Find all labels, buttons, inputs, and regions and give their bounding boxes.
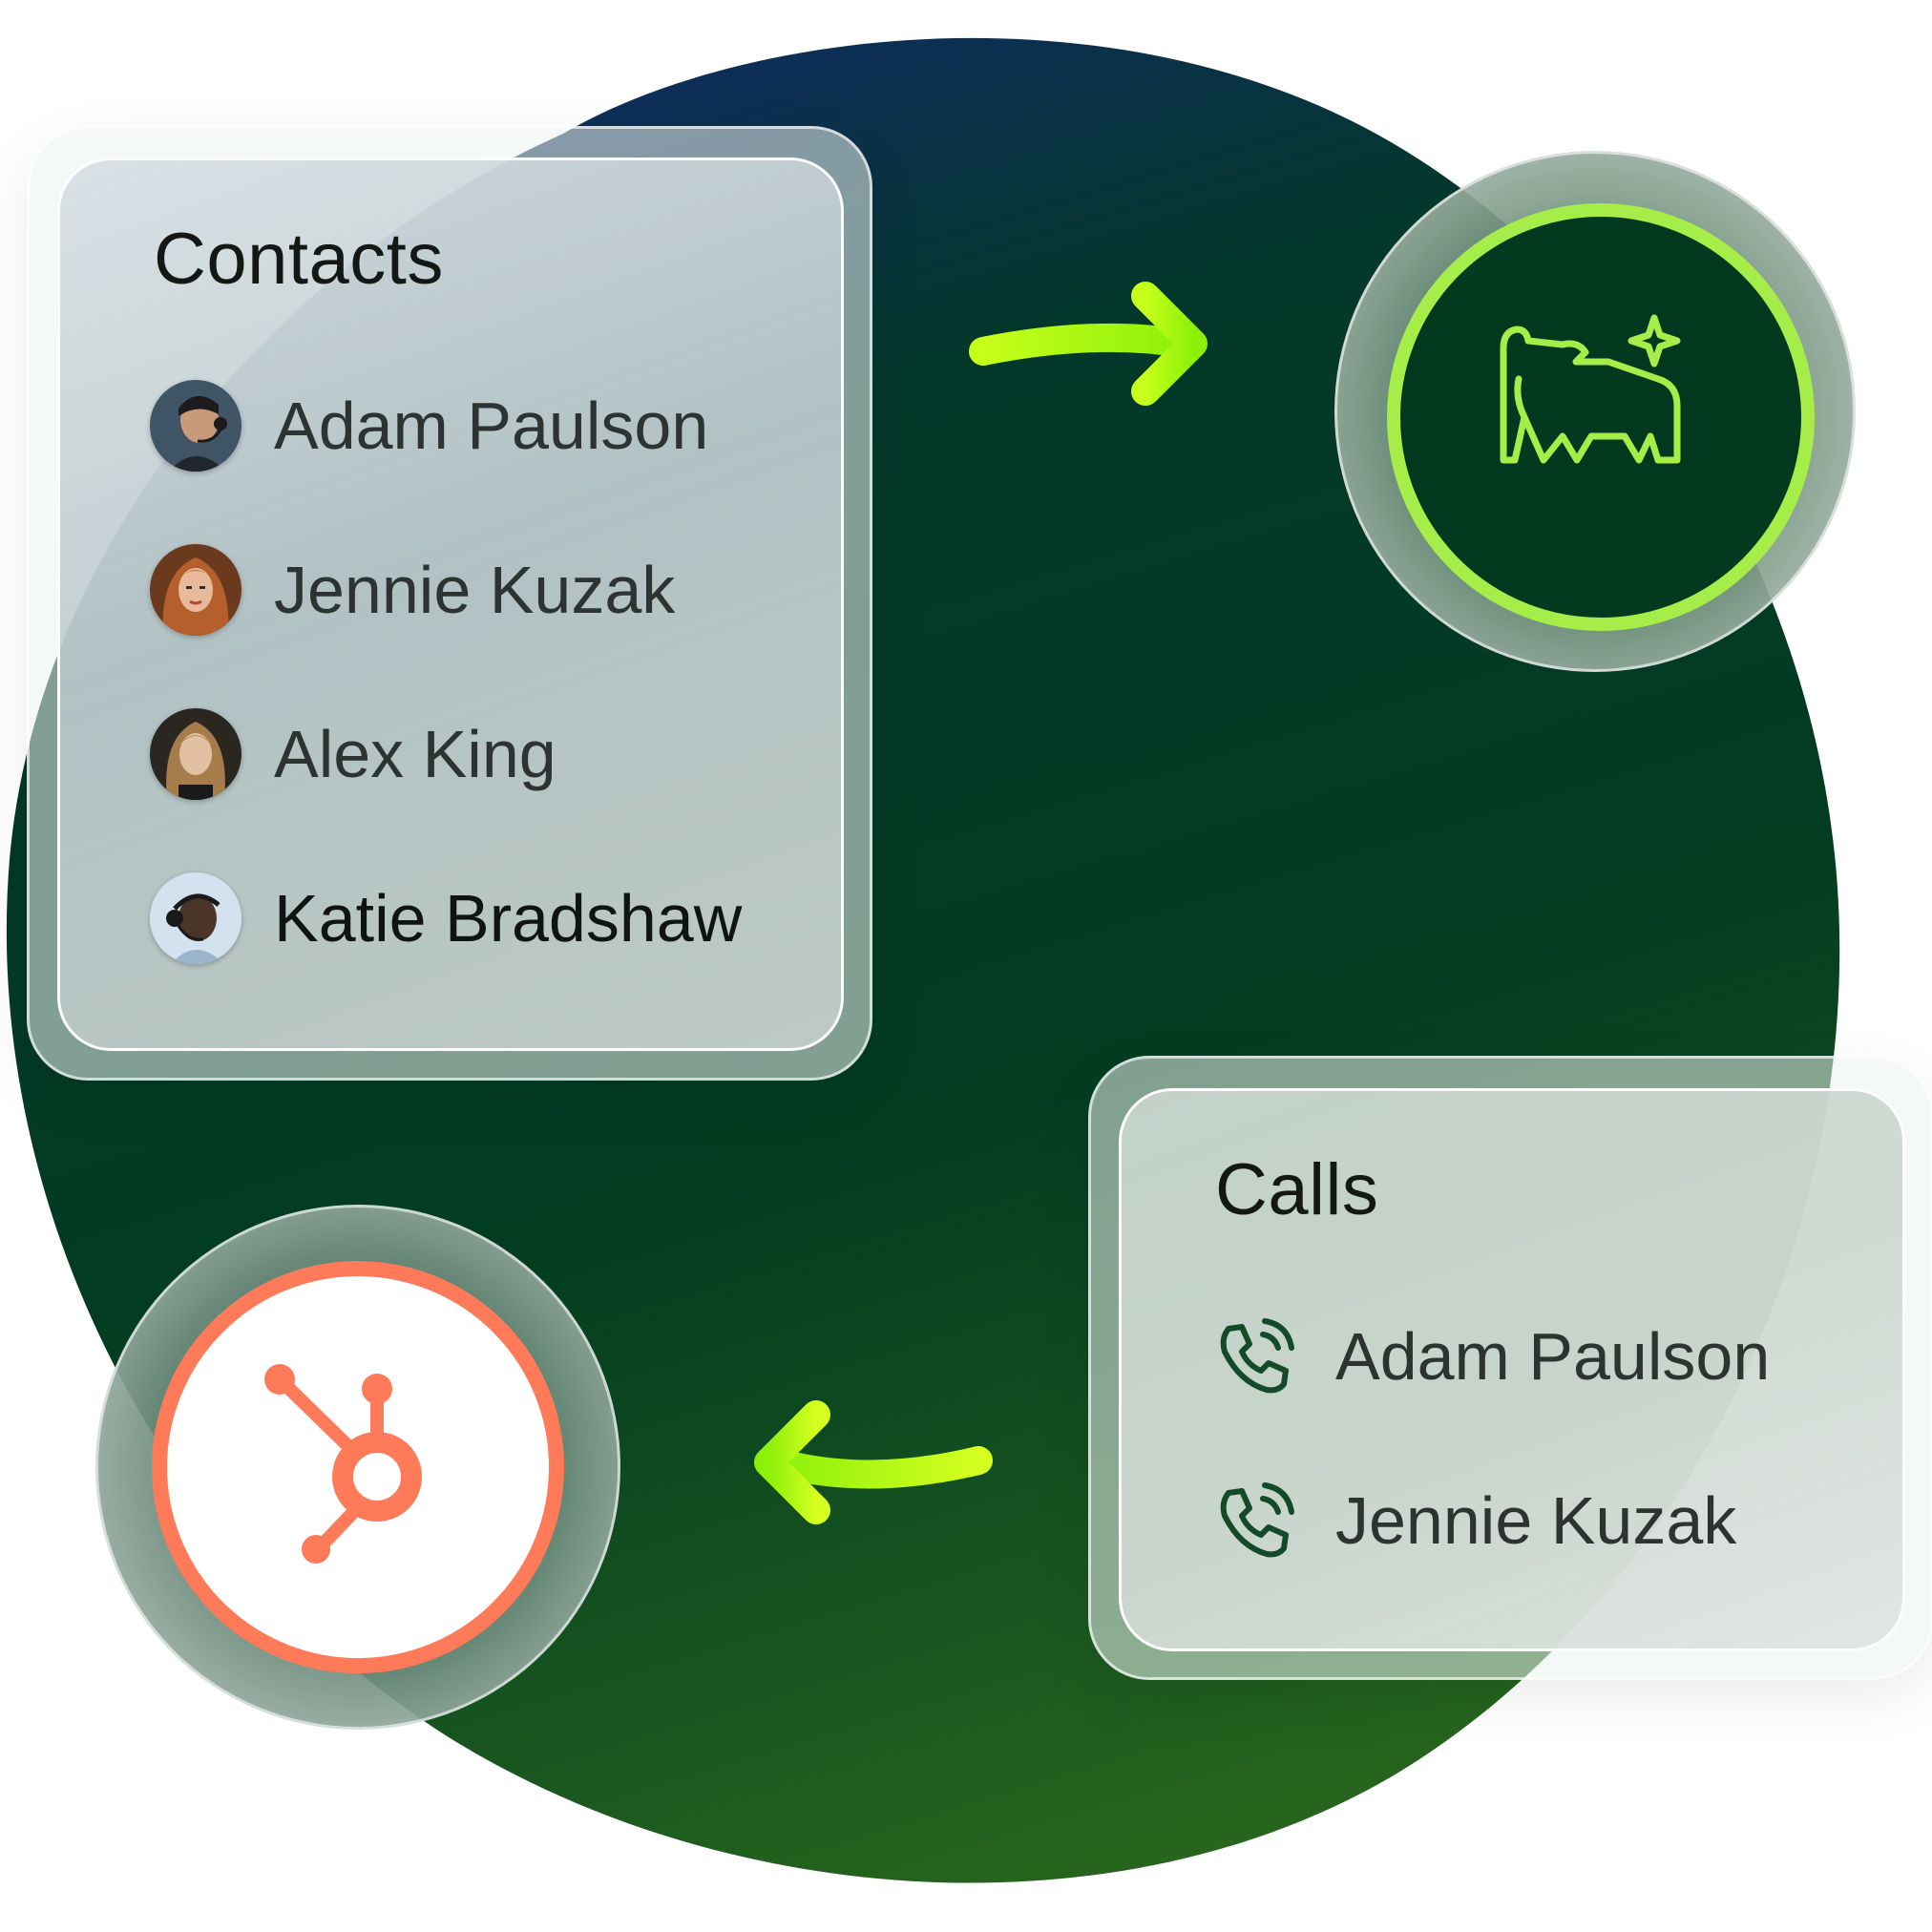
call-contact-name: Jennie Kuzak xyxy=(1335,1483,1737,1558)
contact-name: Alex King xyxy=(274,717,556,791)
contact-row[interactable]: Adam Paulson xyxy=(150,378,708,473)
contact-row[interactable]: Katie Bradshaw xyxy=(150,871,742,966)
contact-row[interactable]: Alex King xyxy=(150,706,556,802)
phone-call-icon xyxy=(1220,1318,1294,1394)
call-contact-name: Adam Paulson xyxy=(1335,1319,1771,1394)
bear-sparkle-logo-icon xyxy=(1500,314,1681,464)
bear-logo-disc xyxy=(1387,203,1815,631)
contact-name: Adam Paulson xyxy=(274,388,709,463)
avatar xyxy=(150,708,242,800)
hubspot-logo-icon xyxy=(264,1364,422,1564)
calls-card: Calls Adam Paulson Jennie Kuzak xyxy=(1119,1088,1905,1651)
calls-title: Calls xyxy=(1215,1149,1379,1230)
contact-row[interactable]: Jennie Kuzak xyxy=(150,542,675,638)
contact-name: Jennie Kuzak xyxy=(274,553,676,627)
call-row[interactable]: Adam Paulson xyxy=(1215,1309,1770,1404)
contacts-title: Contacts xyxy=(154,219,444,300)
contact-name: Katie Bradshaw xyxy=(274,881,743,956)
avatar xyxy=(150,380,242,472)
hubspot-logo-badge xyxy=(95,1205,620,1730)
call-row[interactable]: Jennie Kuzak xyxy=(1215,1473,1736,1568)
contacts-card: Contacts Adam Paulson xyxy=(57,158,844,1051)
avatar xyxy=(150,544,242,636)
phone-call-icon xyxy=(1220,1482,1294,1558)
hubspot-logo-disc xyxy=(152,1261,564,1673)
bear-logo-badge xyxy=(1334,151,1856,672)
avatar xyxy=(150,872,242,964)
